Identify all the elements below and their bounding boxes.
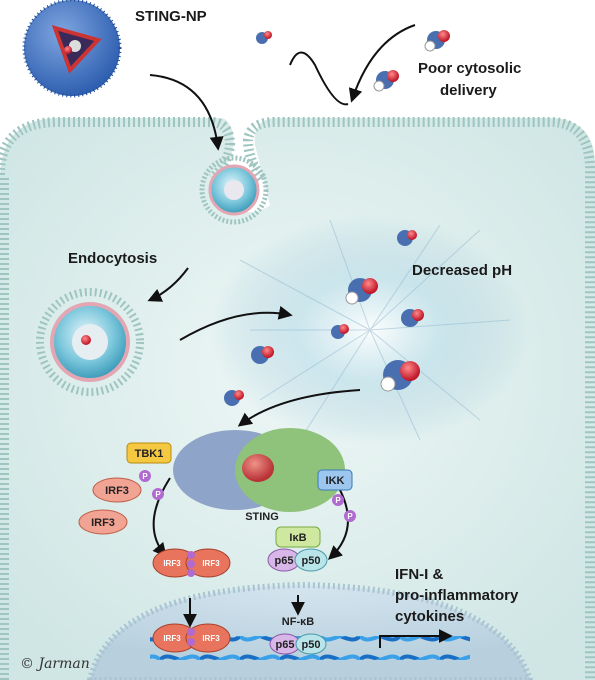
svg-text:p65: p65 — [275, 555, 294, 567]
ikb-complex: IκB p65 p50 — [267, 526, 328, 572]
svg-text:IRF3: IRF3 — [91, 517, 115, 529]
ph-rays — [239, 219, 511, 441]
sting-label: STING — [245, 511, 279, 523]
svg-text:IRF3: IRF3 — [202, 559, 220, 568]
artist-signature: © Jarman — [20, 656, 90, 672]
ifn-label-line3: cytokines — [395, 608, 465, 625]
svg-text:IRF3: IRF3 — [202, 634, 220, 643]
sting-np-particle — [22, 0, 122, 98]
svg-text:P: P — [155, 490, 161, 499]
irf3-monomer: IRF3 — [78, 509, 128, 535]
irf3-dimer: IRF3 IRF3 — [152, 548, 231, 578]
ikk-label: IKK — [326, 475, 345, 487]
svg-text:IRF3: IRF3 — [163, 634, 181, 643]
svg-text:p65: p65 — [276, 639, 295, 651]
svg-text:P: P — [142, 472, 148, 481]
irf3-dimer-nuclear: IRF3 IRF3 — [152, 623, 231, 653]
svg-text:IRF3: IRF3 — [105, 485, 129, 497]
svg-text:p50: p50 — [302, 555, 321, 567]
svg-text:P: P — [335, 496, 341, 505]
phospho-groups: P P P P — [139, 470, 356, 522]
poor-delivery-line1: Poor cytosolic — [418, 60, 522, 77]
nfkb-label: NF-κB — [282, 616, 314, 628]
endocytosis-label: Endocytosis — [68, 250, 158, 267]
sting-np-label: STING-NP — [135, 8, 207, 25]
poor-delivery-line2: delivery — [440, 82, 497, 99]
ifn-label-line1: IFN-I & — [395, 566, 444, 583]
decreased-ph-label: Decreased pH — [412, 262, 513, 279]
svg-text:P: P — [347, 512, 353, 521]
ifn-label-line2: pro-inflammatory — [395, 587, 519, 604]
cell-membrane — [0, 117, 236, 182]
flow-arrows — [147, 24, 453, 648]
endocytic-vesicle-top — [199, 155, 269, 225]
endocytic-vesicle-left — [36, 288, 144, 396]
nfkb-complex: NF-κB p65 p50 — [269, 616, 327, 655]
svg-text:p50: p50 — [302, 639, 321, 651]
tbk1-label: TBK1 — [135, 448, 164, 460]
ikk-box: IKK — [317, 469, 353, 491]
agonist-clusters — [224, 30, 450, 406]
irf3-monomer: IRF3 — [92, 477, 142, 503]
sting-protein — [173, 428, 345, 512]
tbk1-box: TBK1 — [126, 442, 172, 464]
svg-text:IRF3: IRF3 — [163, 559, 181, 568]
ikb-label: IκB — [289, 532, 306, 544]
